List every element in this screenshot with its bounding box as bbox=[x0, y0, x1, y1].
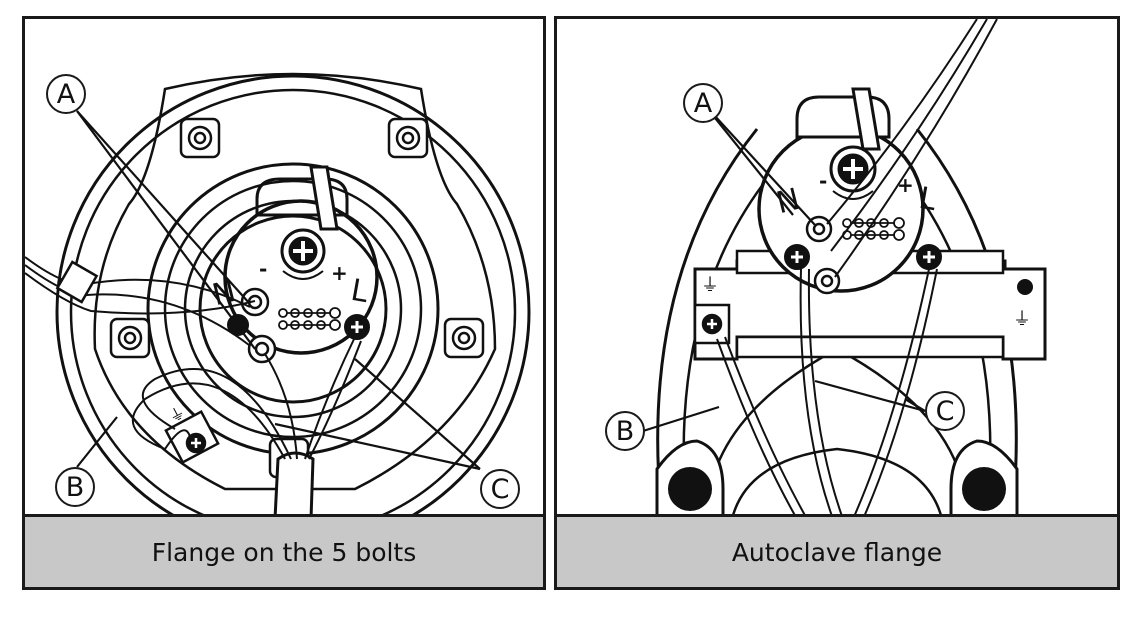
jumper-block bbox=[278, 307, 341, 331]
wire-left-3 bbox=[25, 272, 256, 315]
terminal-n-bottom bbox=[813, 267, 841, 295]
bolt-top-left bbox=[179, 117, 221, 159]
bracket-rail-bottom bbox=[735, 335, 1005, 359]
autoclave-flange-drawing: ⏚ ⏚ bbox=[642, 19, 1047, 519]
leader-c-1 bbox=[354, 358, 481, 470]
thermostat-lever bbox=[851, 87, 881, 151]
callout-b: B bbox=[55, 467, 95, 507]
cable-sheath bbox=[273, 451, 315, 519]
leader-b bbox=[76, 416, 118, 468]
wire-c-4 bbox=[862, 268, 938, 519]
bracket-hole bbox=[1017, 279, 1033, 295]
caption-autoclave-flange: Autoclave flange bbox=[557, 514, 1117, 587]
earth-symbol-left: ⏚ bbox=[701, 275, 719, 296]
autoclave-body-curve bbox=[705, 347, 969, 519]
outer-ring-inner bbox=[69, 88, 517, 519]
plus-sign: + bbox=[897, 173, 914, 197]
lug-left-hole bbox=[668, 467, 712, 511]
earth-symbol-right: ⏚ bbox=[1013, 309, 1031, 330]
callout-b: B bbox=[605, 411, 645, 451]
leader-c-1 bbox=[814, 379, 926, 413]
minus-sign: - bbox=[819, 169, 828, 193]
panel-flange-5-bolts: ⏚ N L - + A B C Flange on the 5 bolts bbox=[22, 16, 546, 590]
wire-b-2 bbox=[141, 368, 292, 460]
wire-top-3 bbox=[830, 19, 988, 252]
wire-b-2 bbox=[724, 336, 808, 519]
wire-top-2 bbox=[834, 19, 998, 278]
wire-c-1 bbox=[799, 268, 834, 519]
earth-symbol: ⏚ bbox=[165, 402, 188, 426]
leader-b bbox=[642, 405, 720, 433]
thermostat-knob bbox=[280, 228, 326, 280]
wire-b bbox=[716, 338, 798, 519]
panel-autoclave-flange: ⏚ ⏚ N L - + A B C Autoclave flange bbox=[554, 16, 1120, 590]
autoclave-bottom-curve bbox=[730, 447, 944, 519]
wire-left-2 bbox=[25, 264, 250, 346]
bolt-left bbox=[109, 317, 151, 359]
wire-c-3 bbox=[852, 268, 930, 519]
earth-screw bbox=[164, 410, 220, 464]
callout-a: A bbox=[46, 74, 86, 114]
callout-a: A bbox=[683, 83, 723, 123]
terminal-l bbox=[916, 244, 942, 270]
wire-top-1 bbox=[826, 19, 978, 225]
minus-sign: - bbox=[259, 257, 268, 281]
wire-c-2 bbox=[807, 268, 844, 519]
bolt-right bbox=[443, 317, 485, 359]
leader-c-2 bbox=[274, 422, 481, 471]
wire-clamp bbox=[55, 260, 99, 304]
callout-c: C bbox=[480, 469, 520, 509]
thermostat-lever bbox=[309, 165, 339, 231]
leader-a-1 bbox=[702, 102, 816, 226]
wire-b-1 bbox=[131, 382, 286, 460]
wire-c-2 bbox=[304, 336, 356, 460]
earth-screw bbox=[693, 303, 731, 345]
flange-ring-2 bbox=[163, 179, 423, 439]
plus-sign: + bbox=[331, 261, 348, 285]
lug-right-hole bbox=[962, 467, 1006, 511]
callout-c: C bbox=[925, 391, 965, 431]
wire-c-1 bbox=[264, 353, 298, 460]
terminal-n-bottom bbox=[247, 334, 277, 364]
leader-c-2 bbox=[904, 398, 926, 412]
leader-a-2 bbox=[76, 110, 256, 350]
leader-a-1 bbox=[76, 110, 251, 305]
flange-star-outline bbox=[93, 72, 497, 491]
bolt-top-right bbox=[387, 117, 429, 159]
outer-ring bbox=[55, 74, 531, 519]
leader-a-2 bbox=[702, 102, 794, 216]
terminal-earth bbox=[784, 244, 810, 270]
caption-flange-5-bolts: Flange on the 5 bolts bbox=[25, 514, 543, 587]
terminal-l bbox=[344, 314, 370, 340]
wire-c-3 bbox=[308, 340, 362, 460]
flange-5-bolts-drawing: ⏚ bbox=[25, 72, 531, 519]
